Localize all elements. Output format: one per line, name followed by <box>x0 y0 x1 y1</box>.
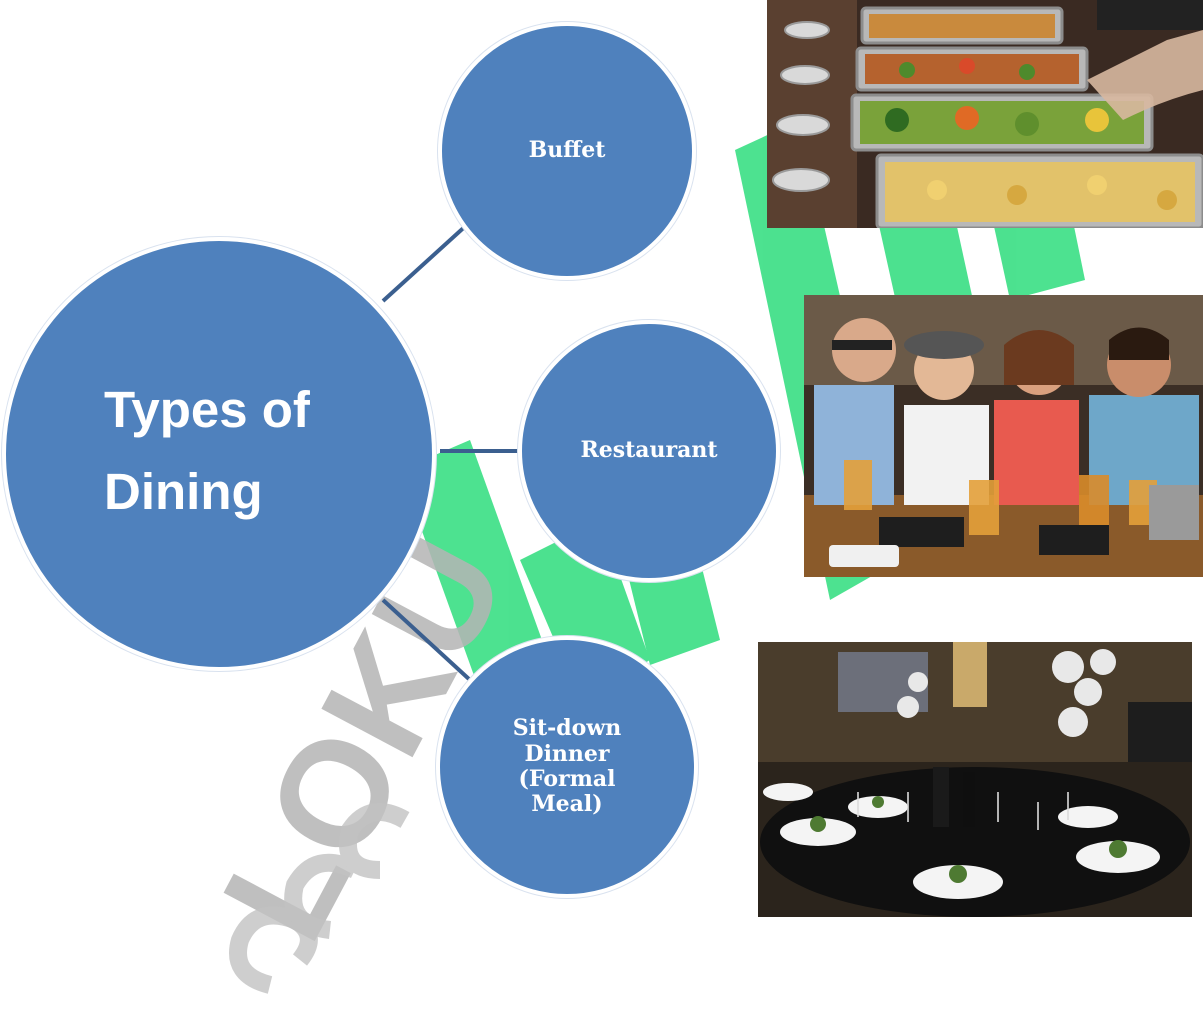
buffet-photo <box>767 0 1203 228</box>
center-node: Types of Dining <box>2 237 436 671</box>
node-label-buffet: Buffet <box>528 137 606 164</box>
connector-buffet <box>381 220 472 303</box>
node-restaurant: Restaurant <box>518 320 780 582</box>
center-title: Types of Dining <box>104 381 310 520</box>
formal-dinner-photo <box>758 642 1192 917</box>
node-sitdown: Sit-down Dinner (Formal Meal) <box>436 636 698 898</box>
connector-sitdown <box>381 598 472 682</box>
restaurant-photo <box>804 295 1203 577</box>
node-buffet: Buffet <box>438 22 696 280</box>
node-label-sitdown: Sit-down Dinner (Formal Meal) <box>512 715 622 818</box>
node-label-restaurant: Restaurant <box>580 437 718 464</box>
